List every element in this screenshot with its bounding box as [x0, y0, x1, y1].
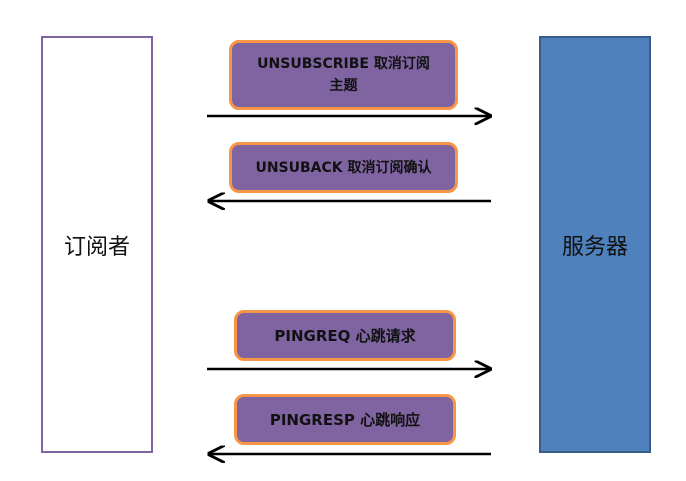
subscriber-box: 订阅者: [41, 36, 153, 453]
message-pingreq: PINGREQ 心跳请求: [234, 310, 456, 361]
server-label: 服务器: [561, 234, 628, 260]
server-box: 服务器: [539, 36, 651, 453]
message-unsuback-label: UNSUBACK 取消订阅确认: [255, 159, 432, 176]
message-unsubscribe-label-line2: 主题: [329, 78, 358, 94]
message-pingreq-label: PINGREQ 心跳请求: [274, 326, 416, 345]
message-pingresp-label: PINGRESP 心跳响应: [269, 410, 421, 429]
message-unsubscribe-label-line1: UNSUBSCRIBE 取消订阅: [257, 56, 430, 72]
subscriber-label: 订阅者: [63, 234, 130, 260]
message-pingresp: PINGRESP 心跳响应: [234, 394, 456, 445]
message-unsuback: UNSUBACK 取消订阅确认: [229, 142, 458, 193]
message-unsubscribe: UNSUBSCRIBE 取消订阅 主题: [229, 40, 458, 110]
